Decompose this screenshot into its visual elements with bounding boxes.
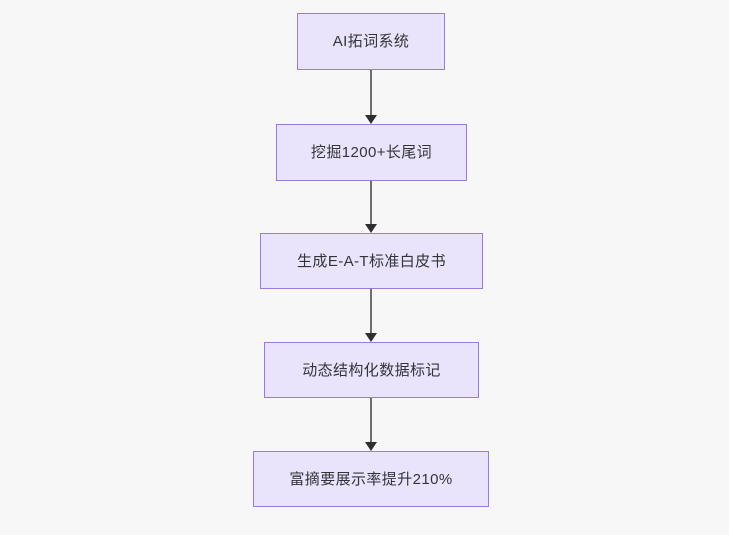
flow-edge <box>363 289 379 342</box>
flow-node[interactable]: 挖掘1200+长尾词 <box>276 124 467 181</box>
flow-edge <box>363 181 379 233</box>
flow-node-label: 富摘要展示率提升210% <box>289 470 453 488</box>
flow-node[interactable]: 富摘要展示率提升210% <box>253 451 489 507</box>
arrow-icon <box>365 398 377 451</box>
arrow-icon <box>365 70 377 124</box>
flow-node-label: 动态结构化数据标记 <box>302 361 441 379</box>
flow-node-label: 生成E-A-T标准白皮书 <box>297 252 446 270</box>
flow-node[interactable]: 生成E-A-T标准白皮书 <box>260 233 483 289</box>
flow-edge <box>363 70 379 124</box>
arrow-icon <box>365 289 377 342</box>
flow-edge <box>363 398 379 451</box>
flow-node[interactable]: AI拓词系统 <box>297 13 445 70</box>
flow-node-label: AI拓词系统 <box>332 33 410 50</box>
flow-node-label: 挖掘1200+长尾词 <box>310 144 433 161</box>
arrow-icon <box>365 181 377 233</box>
flow-node[interactable]: 动态结构化数据标记 <box>264 342 479 398</box>
